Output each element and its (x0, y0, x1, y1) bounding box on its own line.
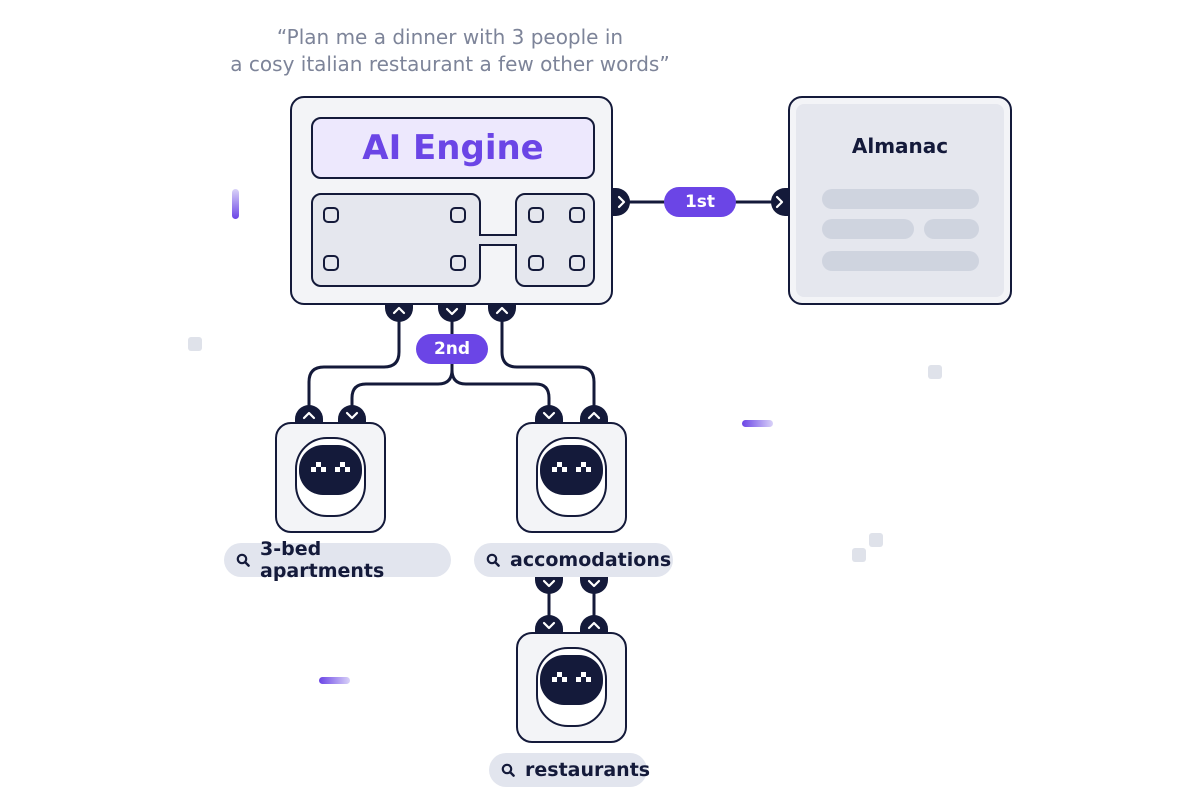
port-right-chevron-icon (612, 188, 630, 216)
port-up-chevron-icon (385, 304, 413, 322)
almanac-title: Almanac (851, 134, 949, 158)
port-up-chevron-icon (580, 405, 608, 423)
badge-second: 2nd (433, 339, 471, 359)
port-up-chevron-icon (580, 615, 608, 633)
search-label-apartments: 3-bed apartments (224, 538, 451, 582)
search-label-text: restaurants (525, 759, 651, 781)
port-down-chevron-icon (580, 576, 608, 594)
user-prompt-line-2: a cosy italian restaurant a few other wo… (230, 52, 670, 76)
ai-engine-title: AI Engine (362, 128, 544, 168)
ports (295, 188, 789, 633)
deco-bar-vertical (232, 189, 239, 219)
port-down-chevron-icon (535, 576, 563, 594)
deco-bar-horizontal (742, 420, 773, 427)
ai-engine-title-panel (311, 117, 595, 179)
deco-bar-horizontal (319, 677, 350, 684)
deco-square (869, 533, 883, 547)
badge-first: 1st (684, 192, 716, 212)
agent-robot-3 (516, 632, 627, 743)
deco-square (188, 337, 202, 351)
user-prompt-line-1: “Plan me a dinner with 3 people in (276, 25, 624, 49)
port-up-chevron-icon (488, 304, 516, 322)
port-up-chevron-icon (295, 405, 323, 423)
almanac-text-line (822, 251, 979, 271)
deco-square (928, 365, 942, 379)
almanac-text-line (822, 219, 914, 239)
agent-robot-1 (275, 422, 386, 533)
ai-engine-module-bridge (479, 235, 517, 245)
ai-engine-card (290, 96, 613, 305)
almanac-card (788, 96, 1012, 305)
port-down-chevron-icon (438, 304, 466, 322)
search-icon (501, 763, 515, 777)
search-label-restaurants: restaurants (489, 753, 651, 787)
search-label-text: 3-bed apartments (260, 538, 385, 582)
search-icon (236, 553, 250, 567)
search-icon (486, 553, 500, 567)
port-down-chevron-icon (535, 615, 563, 633)
search-label-text: accomodations (510, 549, 672, 571)
decorations (188, 189, 942, 684)
user-prompt: “Plan me a dinner with 3 people in a cos… (200, 24, 700, 78)
port-down-chevron-icon (338, 405, 366, 423)
deco-square (852, 548, 866, 562)
port-right-chevron-icon (771, 188, 789, 216)
badge-first-pill (664, 187, 736, 217)
port-down-chevron-icon (535, 405, 563, 423)
search-label-accommodations: accomodations (474, 543, 673, 577)
almanac-text-line (822, 189, 979, 209)
agent-robot-2 (516, 422, 627, 533)
badge-second-pill (416, 334, 488, 364)
almanac-text-line (924, 219, 979, 239)
